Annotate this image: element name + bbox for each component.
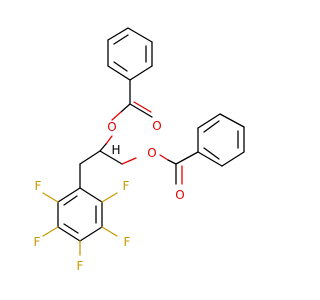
atom-label-fluorine: F [35, 179, 42, 193]
bonds [42, 27, 245, 256]
atom-label-oxygen: O [175, 188, 184, 202]
atom-label-fluorine: F [77, 259, 84, 273]
bond [79, 187, 103, 203]
bond [79, 226, 103, 242]
bond [175, 151, 199, 165]
bond [121, 157, 137, 165]
atom-label-hydrogen: H [111, 143, 120, 157]
atom-labels: O O O O H F F F F F [34, 119, 185, 273]
bond [221, 151, 245, 167]
bond [42, 226, 59, 237]
bond [105, 135, 113, 145]
bond [113, 34, 129, 45]
bond [101, 192, 118, 203]
bond [113, 61, 128, 72]
bond [133, 101, 152, 113]
molecule-diagram: O O O O H F F F F F [34, 27, 245, 273]
bond [99, 143, 107, 152]
bond [203, 120, 220, 133]
bond [219, 113, 245, 128]
bond [107, 65, 131, 81]
bond [167, 159, 177, 165]
bond [197, 151, 223, 167]
bond [107, 27, 129, 41]
bond [129, 65, 153, 81]
atom-label-fluorine: F [124, 235, 131, 249]
bond [111, 111, 122, 121]
atom-label-oxygen: O [152, 119, 161, 133]
bond [57, 226, 81, 242]
atom-label-fluorine: F [34, 235, 41, 249]
bond [79, 150, 101, 165]
bond [159, 154, 169, 161]
bond [203, 147, 220, 160]
atom-label-oxygen: O [147, 146, 156, 160]
bond [42, 192, 59, 203]
bond [120, 103, 131, 113]
bond [99, 150, 123, 165]
bond [63, 223, 79, 234]
bond [101, 226, 118, 237]
bond [197, 113, 221, 129]
atom-label-fluorine: F [123, 179, 130, 193]
bond [127, 27, 153, 43]
bond [57, 187, 81, 203]
atom-label-oxygen: O [107, 120, 116, 134]
bond [129, 103, 153, 118]
bond [63, 195, 78, 206]
